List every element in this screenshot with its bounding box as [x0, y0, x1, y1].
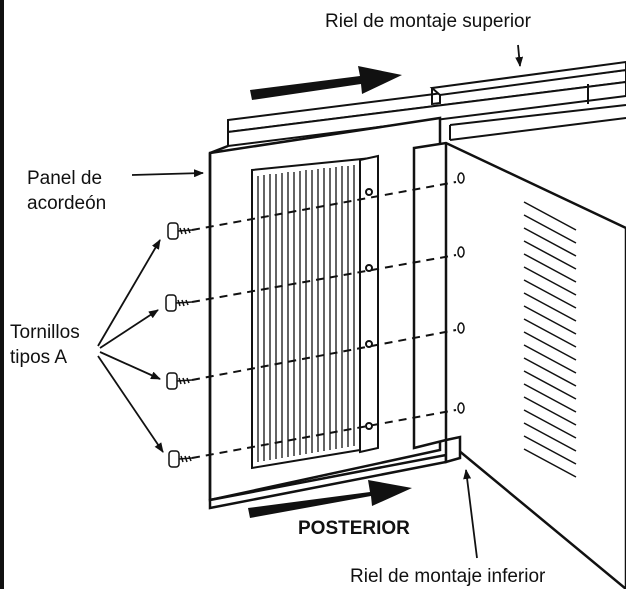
screws-label-line2: tipos A — [10, 347, 67, 368]
left-edge-rule — [0, 0, 4, 589]
screws-label-line1: Tornillos — [10, 322, 80, 343]
bottom-rail-label: Riel de montaje inferior — [350, 566, 546, 587]
rear-label: POSTERIOR — [298, 518, 410, 539]
screw-icon — [167, 222, 193, 240]
ac-unit-side — [412, 141, 626, 589]
screw-icon — [166, 372, 193, 390]
accordion-panel-label-line2: acordeón — [27, 193, 106, 214]
accordion-side-rail — [359, 154, 379, 454]
top-mounting-rail — [227, 60, 626, 148]
screw-icon — [168, 450, 193, 468]
ac-unit-holes — [457, 172, 465, 414]
bottom-mounting-rail — [208, 435, 462, 510]
leader-arrows — [97, 44, 524, 559]
screw-icon — [165, 294, 193, 312]
slide-direction-arrow-bottom — [248, 480, 412, 518]
screw-guide-lines — [191, 181, 457, 459]
slide-direction-arrow-top — [250, 66, 402, 100]
top-rail-label: Riel de montaje superior — [325, 11, 532, 32]
accordion-pleats — [257, 165, 355, 462]
accordion-panel-label-line1: Panel de — [27, 168, 102, 189]
ac-vent-louvres — [523, 201, 577, 478]
